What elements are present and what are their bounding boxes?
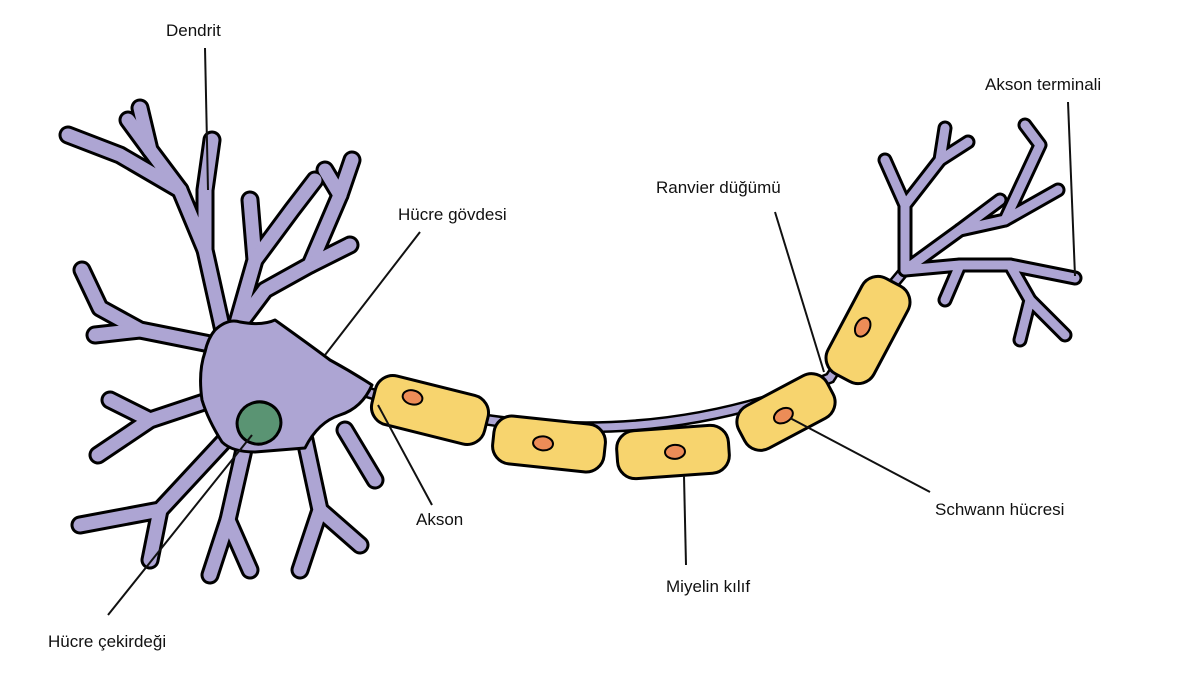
- labels: Dendrit Hücre gövdesi Hücre çekirdeği Ak…: [48, 21, 1101, 651]
- leader-dendrite: [204, 47, 209, 191]
- label-schwann-cell: Schwann hücresi: [935, 500, 1064, 519]
- cell-nucleus: [235, 400, 283, 446]
- axon-terminal-fills: [880, 120, 1080, 345]
- axon-terminals: [877, 117, 1083, 348]
- schwann-cell: [615, 423, 731, 481]
- schwann-cell: [735, 372, 837, 452]
- leader-lines: [107, 47, 1076, 616]
- axon-terminal-outlines: [877, 117, 1083, 348]
- leader-schwann-cell: [789, 417, 931, 493]
- label-nucleus: Hücre çekirdeği: [48, 632, 166, 651]
- label-myelin-sheath: Miyelin kılıf: [666, 577, 750, 596]
- leader-axon-terminal: [1067, 101, 1076, 277]
- label-node-of-ranvier: Ranvier düğümü: [656, 178, 781, 197]
- label-axon: Akson: [416, 510, 463, 529]
- dendrites: [58, 98, 385, 585]
- label-cell-body: Hücre gövdesi: [398, 205, 507, 224]
- dendrite-fills: [61, 101, 382, 582]
- leader-node-of-ranvier: [774, 211, 825, 373]
- label-dendrite: Dendrit: [166, 21, 221, 40]
- schwann-cell: [824, 274, 912, 386]
- schwann-cell: [491, 414, 607, 474]
- schwann-cell: [369, 374, 491, 446]
- leader-cell-body: [324, 231, 421, 356]
- leader-nucleus: [107, 434, 253, 616]
- myelin-sheath: [369, 274, 912, 481]
- label-axon-terminal: Akson terminali: [985, 75, 1101, 94]
- leader-axon: [377, 404, 433, 506]
- leader-myelin-sheath: [683, 475, 687, 566]
